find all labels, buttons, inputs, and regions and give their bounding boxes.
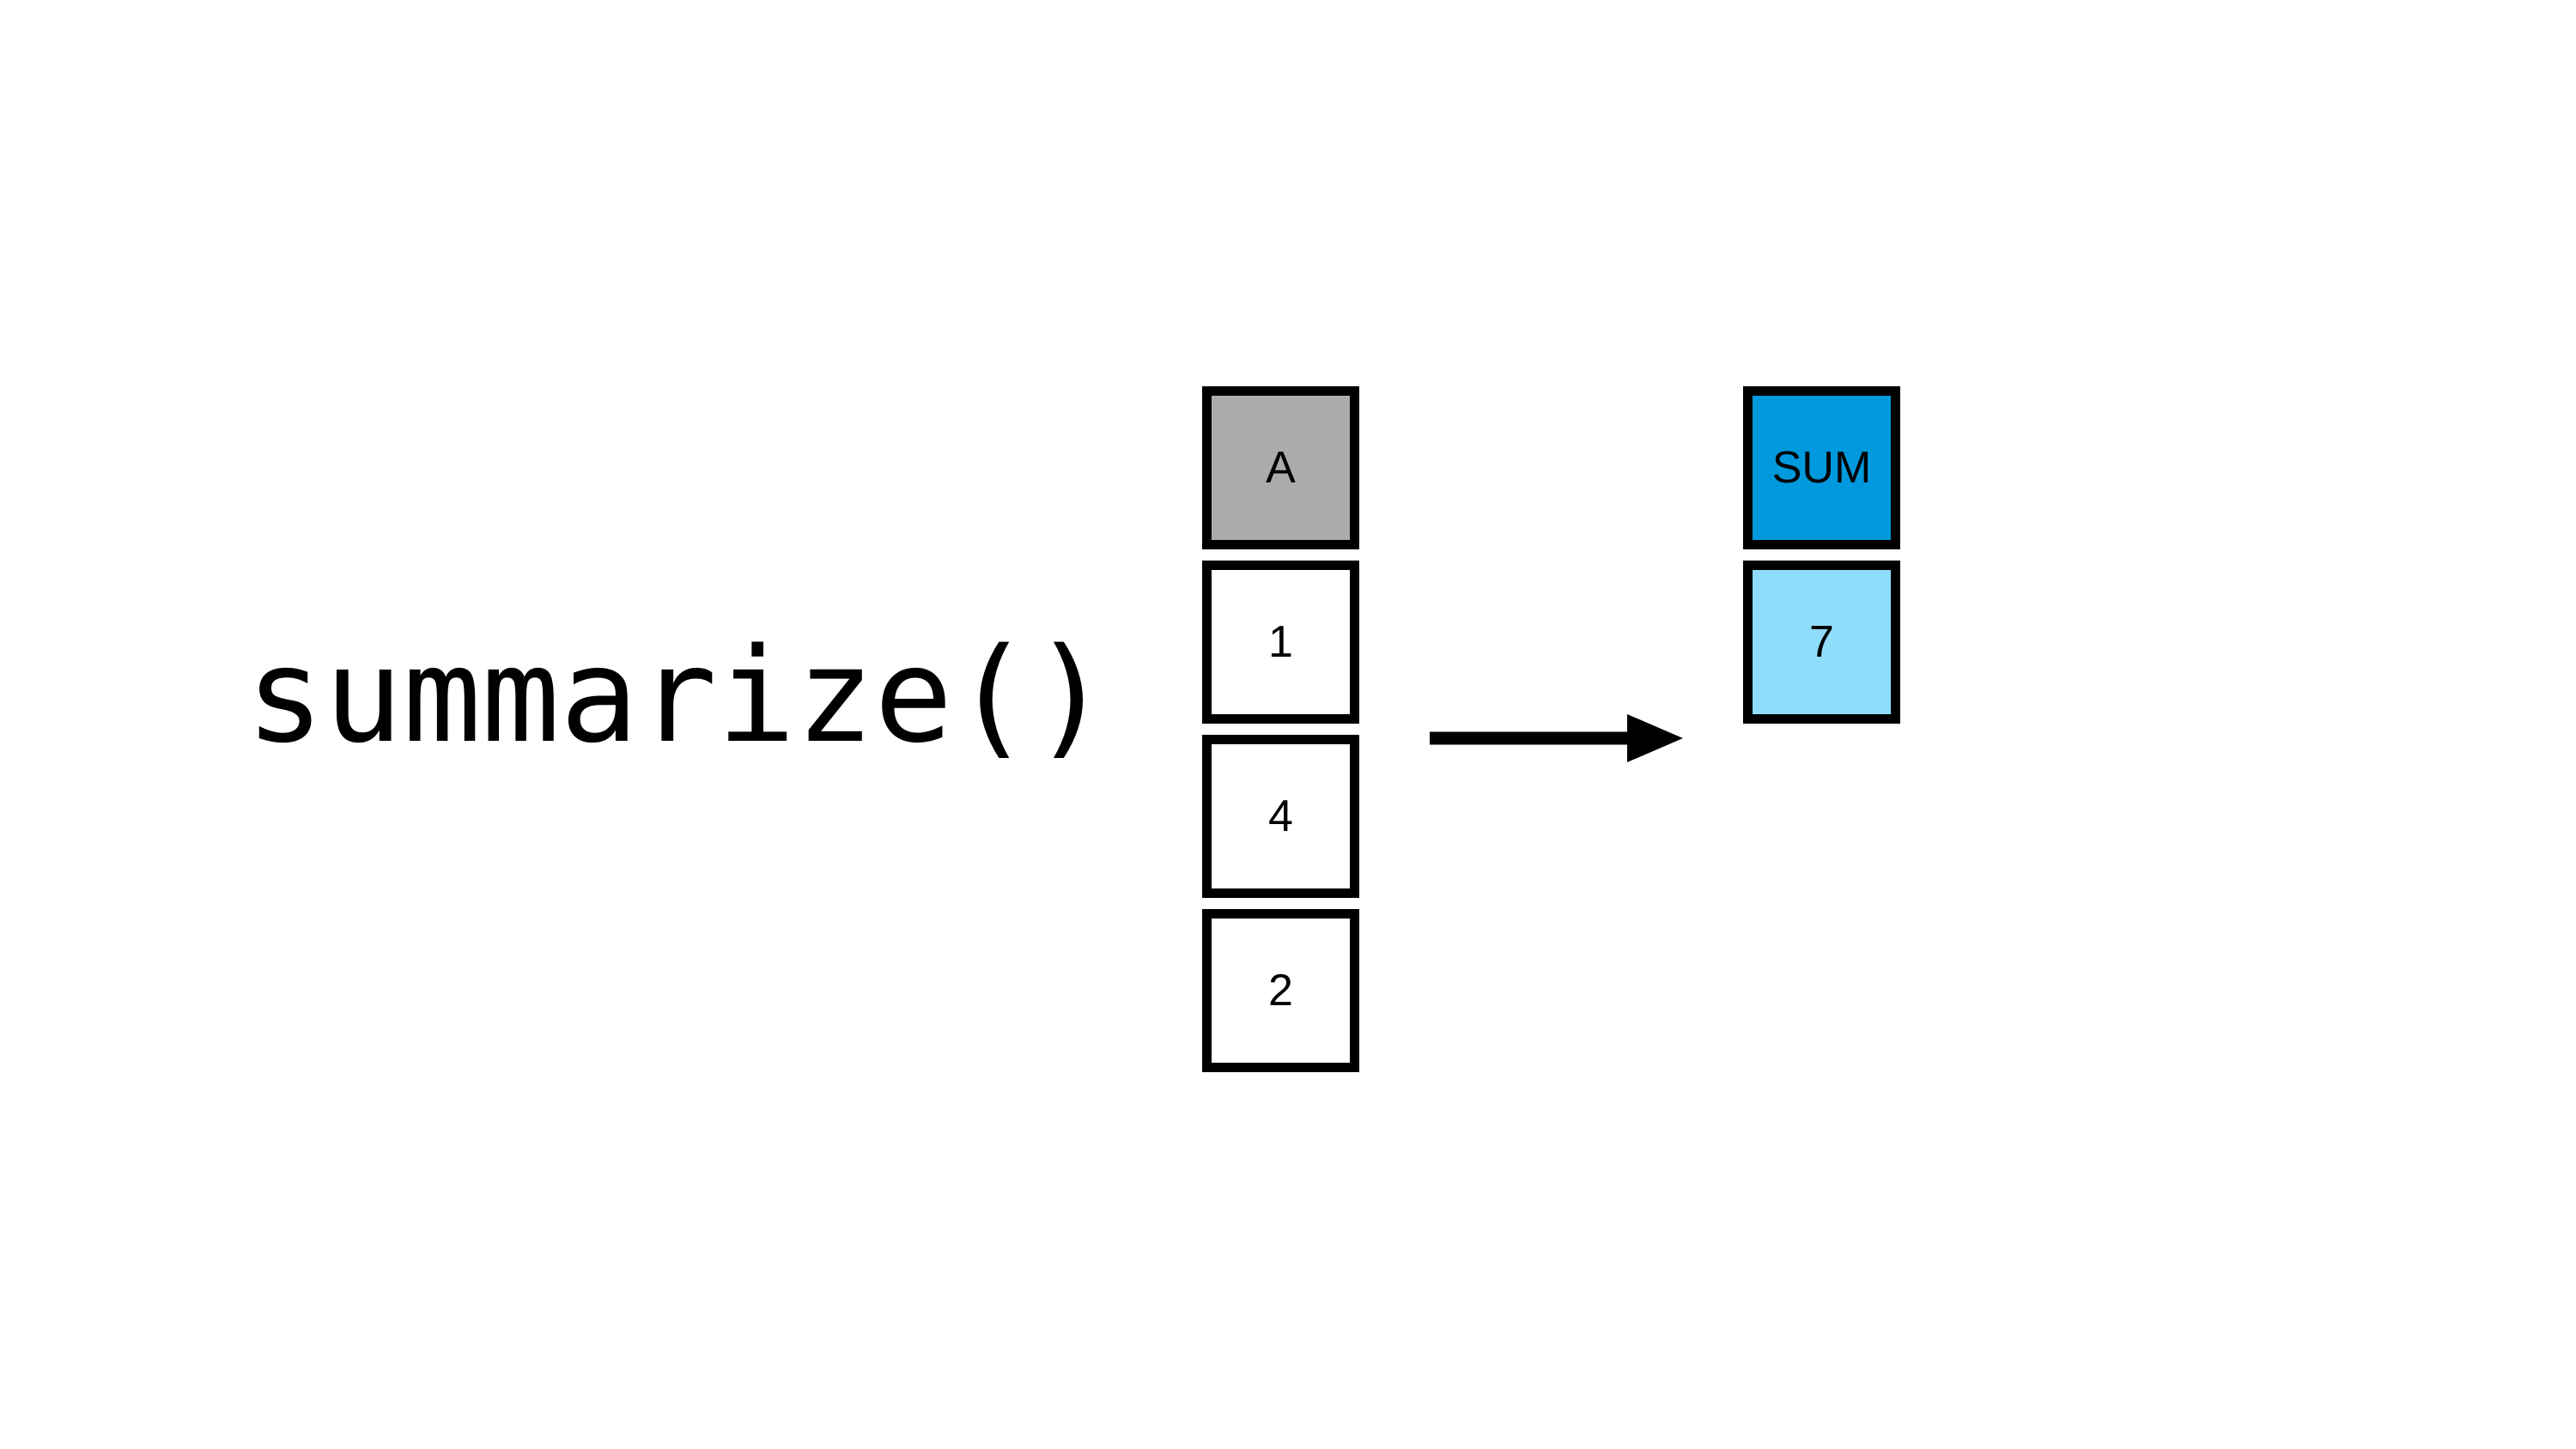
arrow-head	[1627, 714, 1683, 762]
function-label: summarize()	[246, 620, 1110, 772]
source-cell: 1	[1202, 561, 1359, 724]
source-column-header: A	[1202, 386, 1359, 549]
right-arrow-icon	[1430, 714, 1683, 762]
result-column-header: SUM	[1743, 386, 1900, 549]
source-cell: 4	[1202, 735, 1359, 898]
result-column: SUM 7	[1743, 386, 1900, 724]
source-cell: 2	[1202, 909, 1359, 1072]
result-cell: 7	[1743, 561, 1900, 724]
source-column: A 1 4 2	[1202, 386, 1359, 1072]
